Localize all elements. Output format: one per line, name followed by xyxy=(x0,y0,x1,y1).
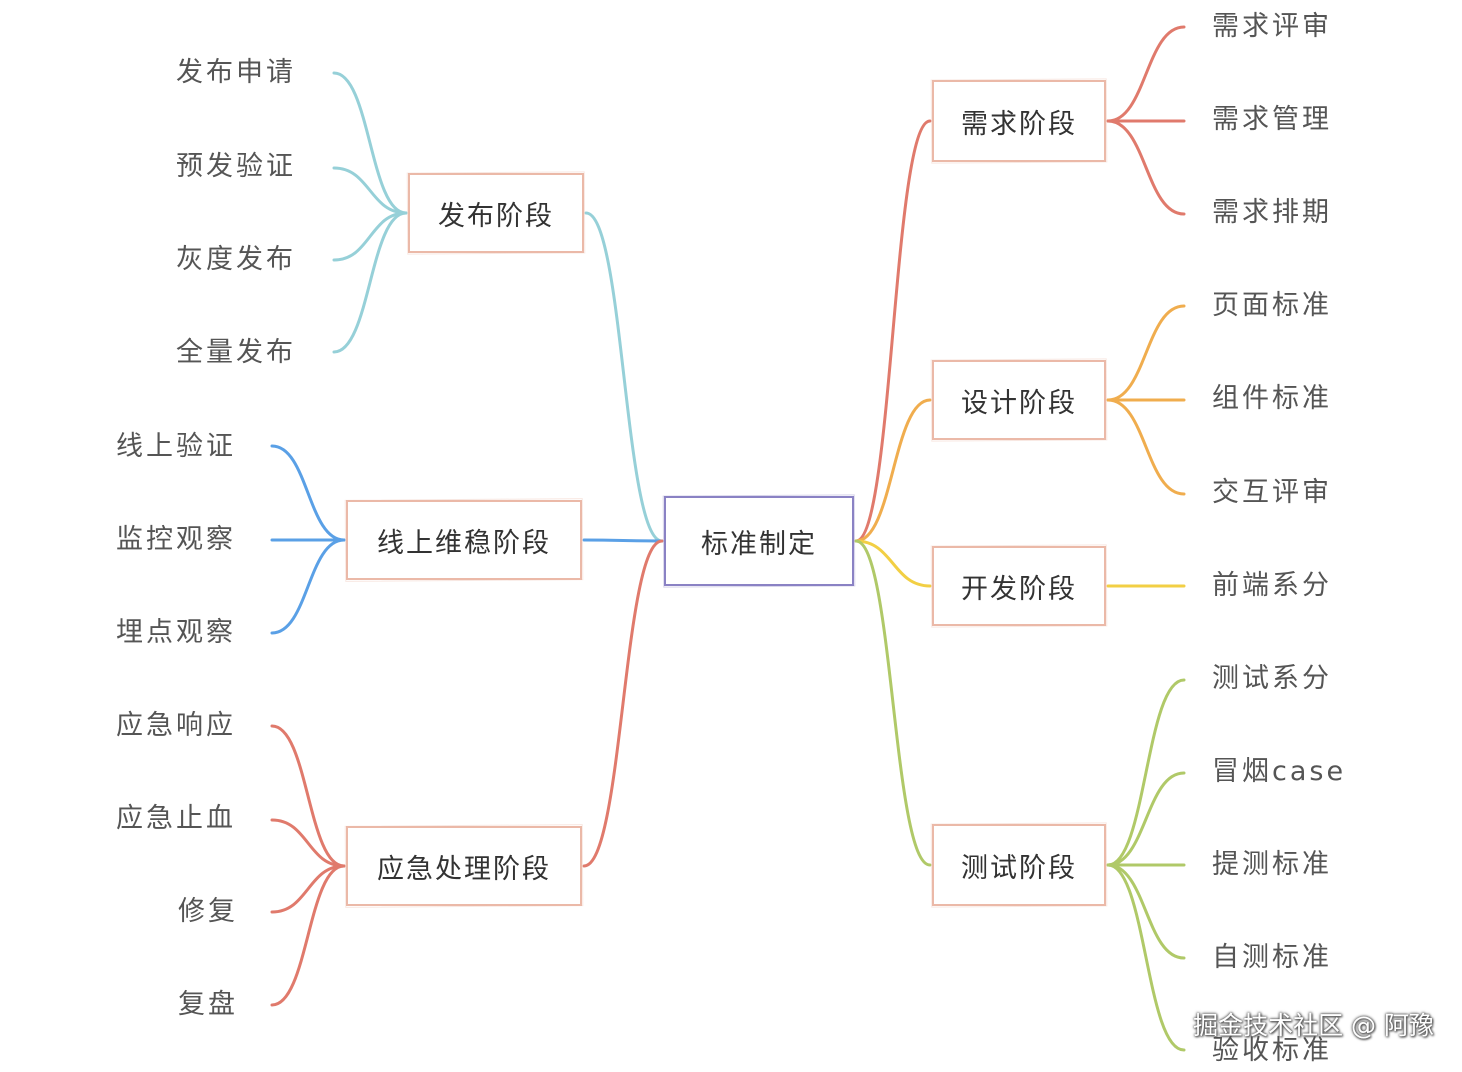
connector-leaf-left-2-0 xyxy=(270,724,346,868)
leaf-full-release: 全量发布 xyxy=(176,337,296,368)
connector-root-left-0 xyxy=(584,211,664,543)
leaf-gray-release: 灰度发布 xyxy=(176,244,296,275)
leaf-test-design: 测试系分 xyxy=(1212,663,1332,694)
connector-root-right-0 xyxy=(854,119,932,543)
branch-node-emergency: 应急处理阶段 xyxy=(346,826,582,906)
connector-root-right-2 xyxy=(854,539,932,588)
leaf-page-standard: 页面标准 xyxy=(1212,290,1332,321)
leaf-emergency-stop: 应急止血 xyxy=(116,803,236,834)
leaf-tracking-observe: 埋点观察 xyxy=(116,617,236,648)
branch-label: 发布阶段 xyxy=(438,200,554,232)
leaf-smoke-case: 冒烟case xyxy=(1212,756,1347,787)
branch-node-requirement: 需求阶段 xyxy=(932,80,1106,162)
branch-node-test: 测试阶段 xyxy=(932,824,1106,906)
branch-node-publish: 发布阶段 xyxy=(408,173,584,253)
leaf-frontend-design: 前端系分 xyxy=(1212,570,1332,601)
branch-label: 设计阶段 xyxy=(961,387,1077,419)
leaf-review: 复盘 xyxy=(178,989,238,1020)
leaf-interaction-review: 交互评审 xyxy=(1212,477,1332,508)
leaf-acceptance-standard: 验收标准 xyxy=(1212,1035,1332,1066)
branch-label: 应急处理阶段 xyxy=(377,853,551,885)
leaf-emergency-response: 应急响应 xyxy=(116,710,236,741)
connector-root-right-3 xyxy=(854,539,932,867)
connector-leaf-right-1-0 xyxy=(1106,304,1186,402)
connector-leaf-left-0-1 xyxy=(332,166,408,215)
watermark: 掘金技术社区 @ 阿豫 xyxy=(1193,1011,1434,1040)
connector-leaf-right-3-4 xyxy=(1106,863,1186,1052)
connector-leaf-left-2-2 xyxy=(270,864,346,914)
connector-leaf-left-1-0 xyxy=(270,444,346,542)
branch-label: 开发阶段 xyxy=(961,573,1077,605)
leaf-self-test-standard: 自测标准 xyxy=(1212,942,1332,973)
leaf-fix: 修复 xyxy=(178,896,238,927)
branch-node-dev: 开发阶段 xyxy=(932,546,1106,626)
root-node: 标准制定 xyxy=(664,496,854,586)
connector-leaf-left-2-3 xyxy=(270,864,346,1007)
branch-node-design: 设计阶段 xyxy=(932,360,1106,440)
connector-leaf-left-0-2 xyxy=(332,211,408,262)
leaf-req-review: 需求评审 xyxy=(1212,11,1332,42)
branch-label: 线上维稳阶段 xyxy=(377,527,551,559)
leaf-req-manage: 需求管理 xyxy=(1212,104,1332,135)
connector-leaf-left-0-3 xyxy=(332,211,408,354)
connector-leaf-left-1-2 xyxy=(270,538,346,635)
leaf-online-verify: 线上验证 xyxy=(116,431,236,462)
leaf-submit-test-standard: 提测标准 xyxy=(1212,849,1332,880)
connector-leaf-left-2-1 xyxy=(270,818,346,868)
connector-leaf-right-3-0 xyxy=(1106,678,1186,867)
branch-label: 测试阶段 xyxy=(961,852,1077,884)
leaf-component-standard: 组件标准 xyxy=(1212,383,1332,414)
connector-root-left-2 xyxy=(582,539,664,868)
connector-root-left-1 xyxy=(582,538,664,543)
connector-root-right-1 xyxy=(854,398,932,543)
leaf-req-schedule: 需求排期 xyxy=(1212,197,1332,228)
leaf-publish-request: 发布申请 xyxy=(176,57,296,88)
connector-leaf-right-0-2 xyxy=(1106,119,1186,216)
branch-node-online: 线上维稳阶段 xyxy=(346,500,582,580)
connector-leaf-right-1-2 xyxy=(1106,398,1186,496)
leaf-monitor-observe: 监控观察 xyxy=(116,524,236,555)
connector-leaf-right-0-0 xyxy=(1106,25,1186,123)
leaf-pre-release-check: 预发验证 xyxy=(176,151,296,182)
connector-leaf-right-3-3 xyxy=(1106,863,1186,960)
connector-leaf-left-0-0 xyxy=(332,71,408,215)
branch-label: 需求阶段 xyxy=(961,108,1077,140)
root-label: 标准制定 xyxy=(701,528,817,560)
connector-leaf-right-3-1 xyxy=(1106,771,1186,867)
